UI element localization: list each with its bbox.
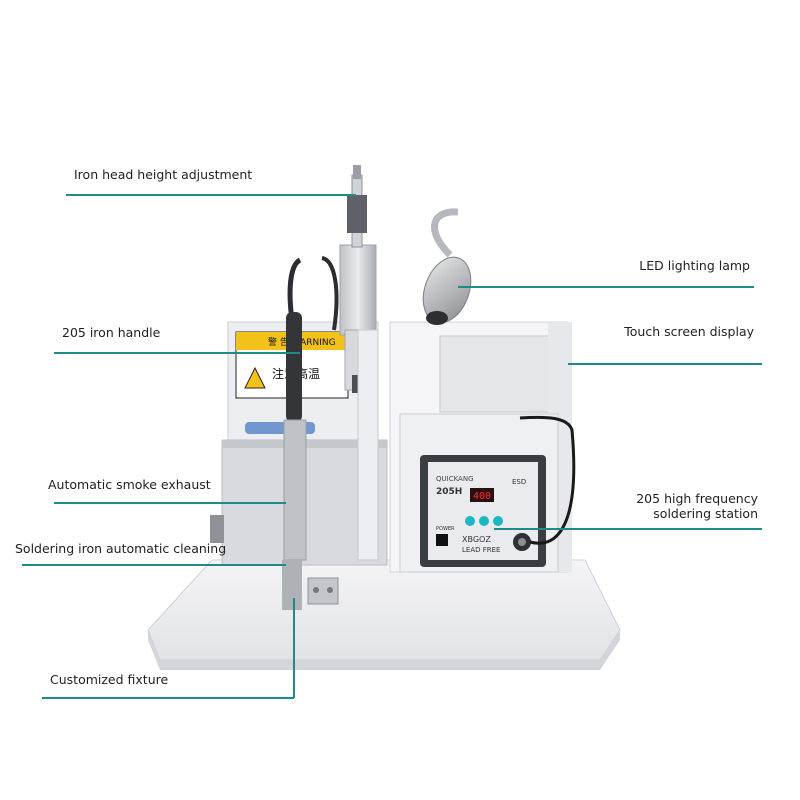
station-model: 205H (436, 487, 462, 497)
led-lamp (422, 208, 472, 325)
callout-line-station (494, 528, 762, 530)
touch-screen (439, 335, 551, 413)
station-esd: ESD (512, 478, 526, 486)
station-power-label: POWER (436, 526, 455, 532)
callout-line-fixture-horizontal (42, 697, 294, 699)
callout-line-head-height (66, 194, 356, 196)
callout-line-led-lamp (458, 286, 754, 288)
soldering-station: QUICKANG 205H ESD 400 POWER XBGOZ LEAD F… (420, 415, 576, 567)
warning-triangle-icon (244, 366, 266, 389)
label-head-height: Iron head height adjustment (74, 167, 253, 182)
station-display: 400 (473, 491, 491, 502)
callout-line-auto-cleaning (22, 564, 286, 566)
fixture-block (307, 577, 339, 605)
base-plate (147, 559, 621, 670)
station-leadfree: LEAD FREE (462, 546, 500, 554)
label-fixture: Customized fixture (50, 672, 169, 687)
callout-line-smoke-exhaust (54, 502, 286, 504)
label-auto-cleaning: Soldering iron automatic cleaning (15, 541, 227, 556)
callout-line-touch-screen (568, 363, 762, 365)
label-station-line1: 205 high frequency (636, 491, 758, 506)
callout-line-iron-handle (54, 352, 300, 354)
station-label: XBGOZ (462, 535, 491, 544)
label-smoke-exhaust: Automatic smoke exhaust (48, 477, 211, 492)
label-iron-handle: 205 iron handle (62, 325, 161, 340)
callout-line-fixture-vertical (293, 598, 295, 698)
label-station-line2: soldering station (653, 506, 758, 521)
station-brand: QUICKANG (436, 475, 474, 483)
label-touch-screen: Touch screen display (624, 324, 754, 339)
label-led-lamp: LED lighting lamp (639, 258, 750, 273)
iron-handle (282, 256, 339, 610)
lift-column (339, 165, 379, 561)
